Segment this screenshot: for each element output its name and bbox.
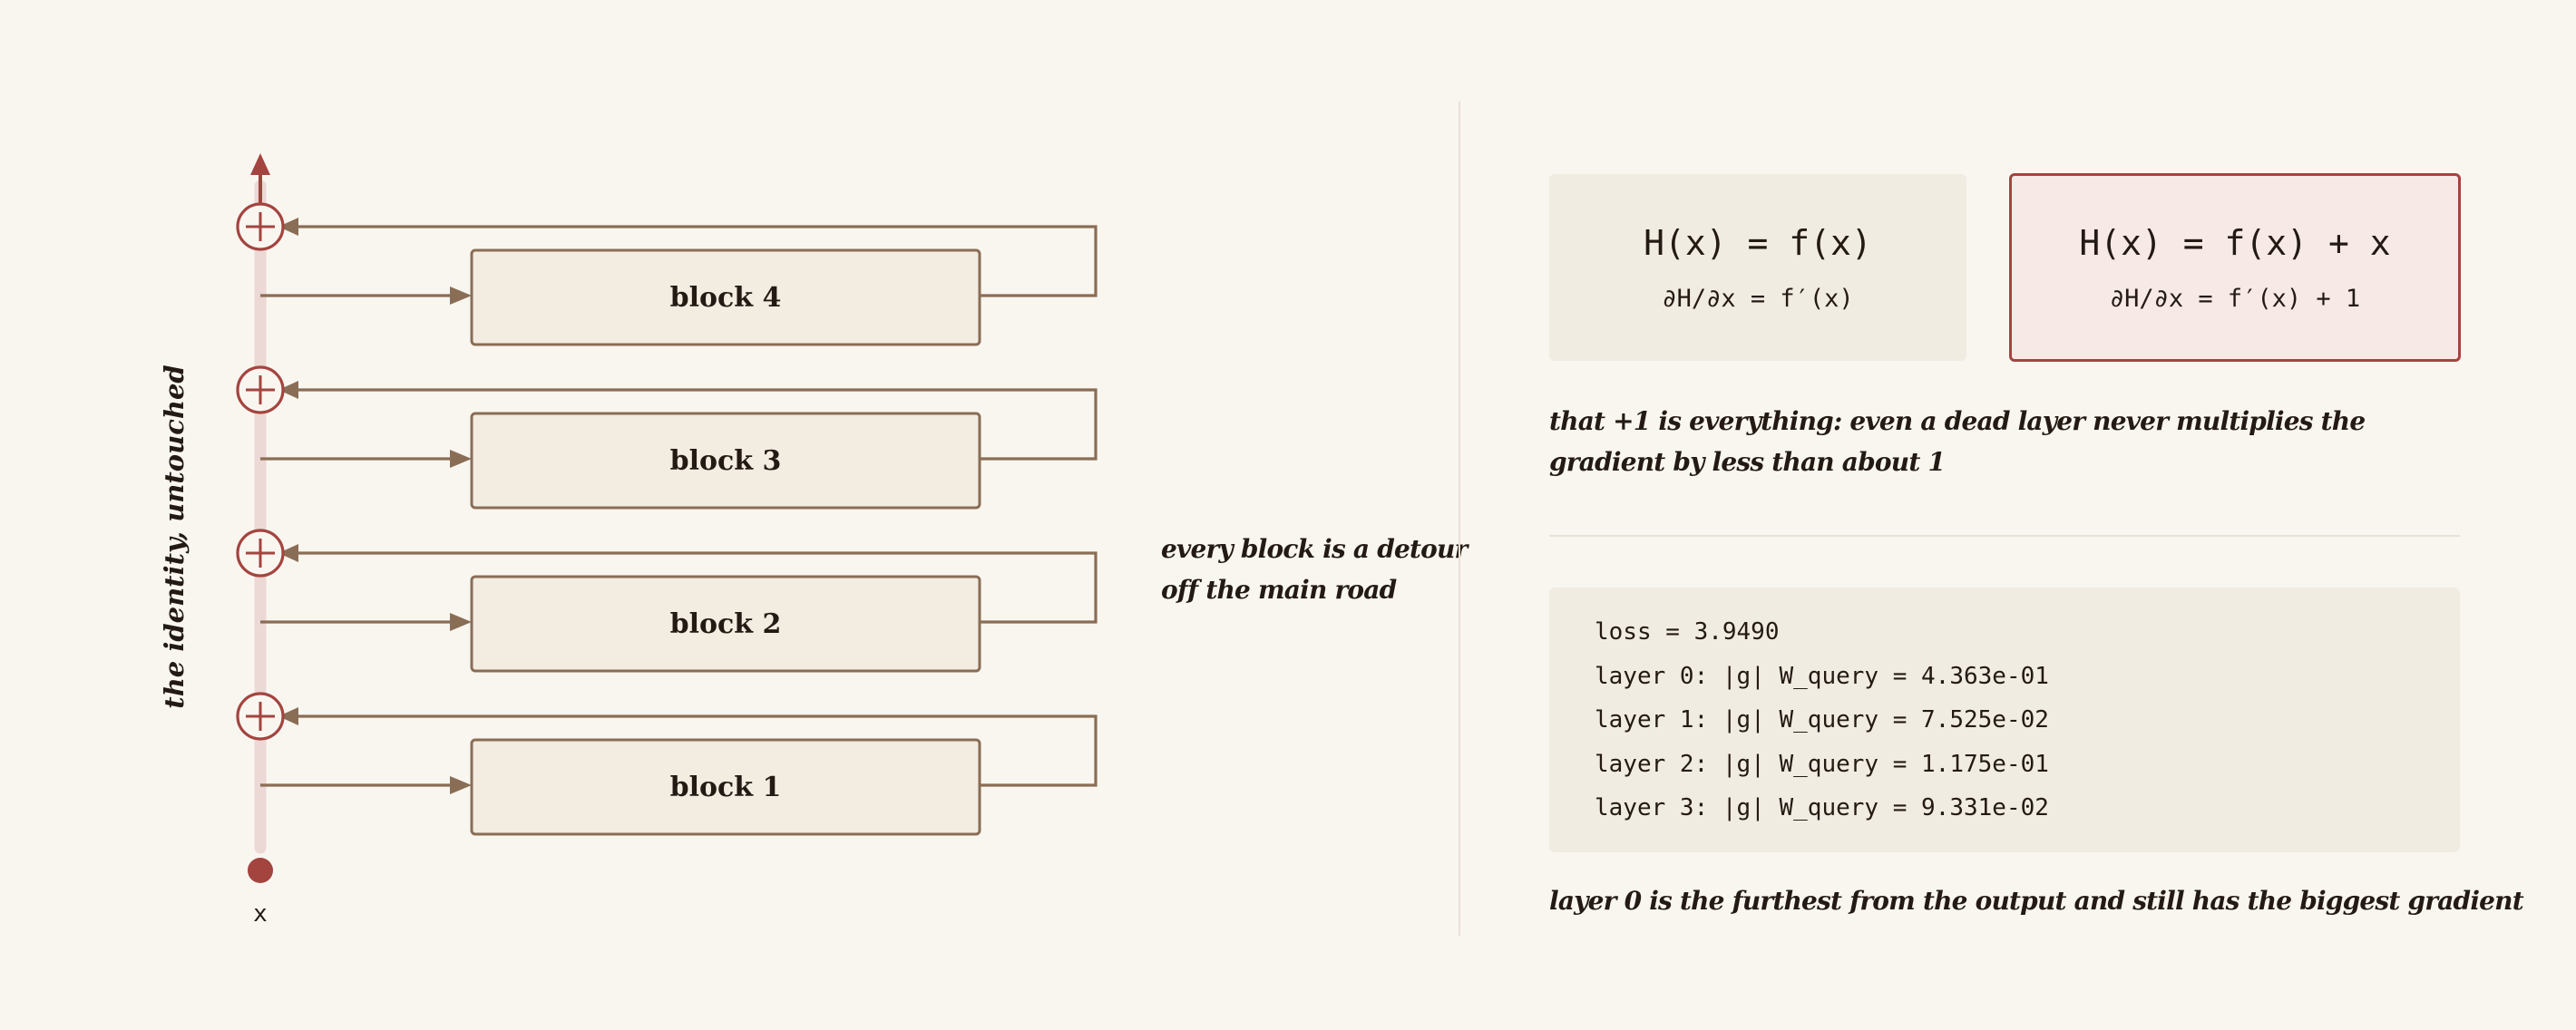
- conclusion-note: layer 0 is the furthest from the output …: [1549, 886, 2524, 916]
- block-box: [470, 248, 981, 346]
- block-label: block 2: [670, 608, 782, 640]
- block-output-wire: [297, 551, 1098, 624]
- block-output-wire: [297, 225, 1098, 297]
- layer-gradient-line: layer 0: |g| W_query = 4.363e-01: [1595, 662, 2049, 690]
- insight-note-line-1: that +1 is everything: even a dead layer…: [1549, 406, 2366, 436]
- block-input-arrowhead: [450, 450, 472, 468]
- residual-block: block 4: [236, 202, 1098, 346]
- insight-note: that +1 is everything: even a dead layer…: [1549, 401, 2366, 482]
- trunk-label: the identity, untouched: [159, 364, 190, 708]
- insight-note-line-2: gradient by less than about 1: [1549, 447, 1946, 477]
- input-node: [248, 858, 273, 883]
- detour-note-line-2: off the main road: [1161, 575, 1397, 605]
- residual-block: block 3: [236, 365, 1098, 510]
- horizontal-divider: [1549, 535, 2460, 537]
- residual-equation: H(x) = f(x) + x: [2079, 222, 2391, 263]
- detour-note: every block is a detour off the main roa…: [1161, 529, 1468, 610]
- block-output-arrowhead: [278, 544, 298, 562]
- block-output-wire: [297, 388, 1098, 461]
- block-input-arrowhead: [450, 613, 472, 631]
- loss-line: loss = 3.9490: [1595, 618, 1780, 646]
- plain-derivative: ∂H/∂x = f′(x): [1662, 284, 1854, 313]
- residual-block: block 2: [236, 529, 1098, 673]
- block-output-arrowhead: [278, 707, 298, 725]
- detour-note-line-1: every block is a detour: [1161, 534, 1468, 564]
- plain-equation: H(x) = f(x): [1644, 222, 1872, 263]
- block-output-wire: [297, 714, 1098, 787]
- block-output-arrowhead: [278, 381, 298, 399]
- layer-gradient-line: layer 3: |g| W_query = 9.331e-02: [1595, 794, 2049, 821]
- input-label: x: [253, 900, 268, 928]
- residual-stack-diagram: x the identity, untouched block 4 block 3…: [159, 153, 1098, 928]
- block-output-arrowhead: [278, 218, 298, 236]
- vertical-divider: [1459, 102, 1460, 936]
- block-box: [470, 738, 981, 836]
- block-input-arrowhead: [450, 287, 472, 305]
- block-box: [470, 412, 981, 510]
- block-label: block 4: [670, 282, 782, 314]
- block-label: block 1: [670, 772, 782, 803]
- block-box: [470, 575, 981, 673]
- plain-equation-card: H(x) = f(x) ∂H/∂x = f′(x): [1549, 174, 1966, 361]
- layer-gradient-line: layer 1: |g| W_query = 7.525e-02: [1595, 706, 2049, 734]
- residual-derivative: ∂H/∂x = f′(x) + 1: [2109, 284, 2361, 313]
- layer-gradient-line: layer 2: |g| W_query = 1.175e-01: [1595, 750, 2049, 778]
- output-arrowhead: [250, 153, 270, 175]
- residual-equation-card: H(x) = f(x) + x ∂H/∂x = f′(x) + 1: [2009, 173, 2461, 362]
- residual-block: block 1: [236, 692, 1098, 836]
- block-input-arrowhead: [450, 776, 472, 794]
- gradient-output: loss = 3.9490 layer 0: |g| W_query = 4.3…: [1549, 588, 2460, 852]
- block-stack: block 4 block 3 block 2 block 1: [236, 202, 1098, 836]
- block-label: block 3: [670, 445, 782, 477]
